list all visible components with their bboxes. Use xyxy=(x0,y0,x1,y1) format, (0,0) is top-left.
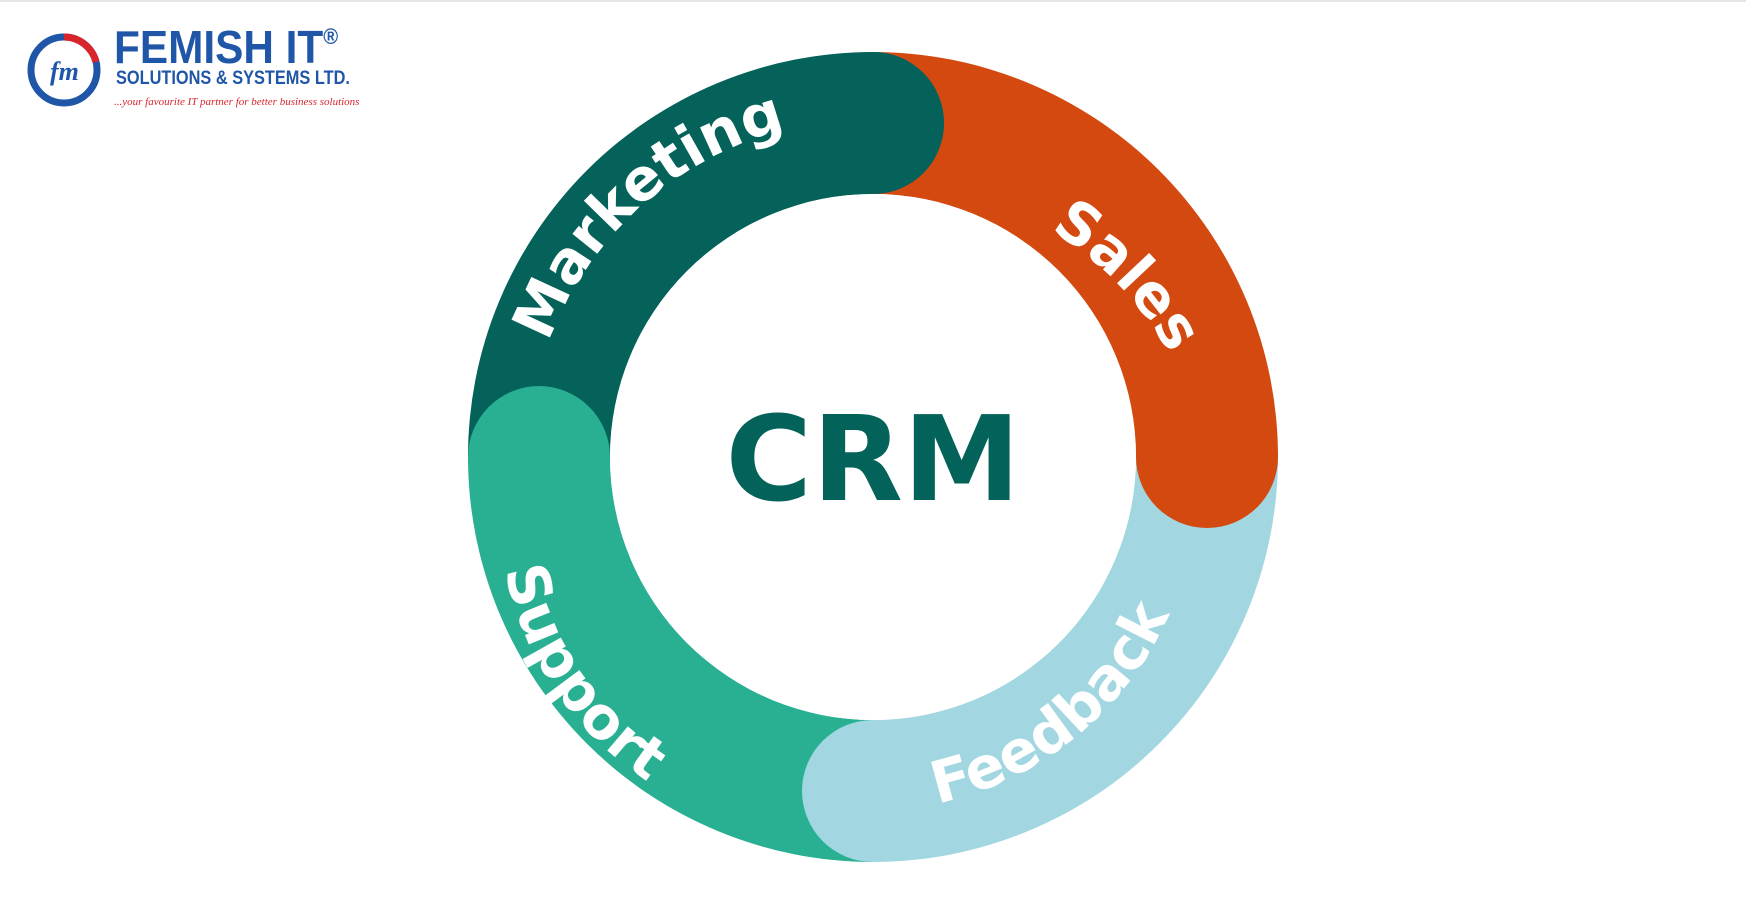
logo-tagline: ...your favourite IT partner for better … xyxy=(114,96,360,108)
femish-logo-mark-icon: fm xyxy=(27,33,101,107)
registered-mark: ® xyxy=(323,24,339,49)
logo-title: FEMISH IT® xyxy=(114,21,339,73)
segment-sales xyxy=(873,52,1278,457)
segment-support xyxy=(468,457,873,862)
center-label-crm: CRM xyxy=(726,390,1021,528)
logo-subtitle: SOLUTIONS & SYSTEMS LTD. xyxy=(116,68,350,89)
company-logo: fm FEMISH IT® SOLUTIONS & SYSTEMS LTD. .… xyxy=(26,21,426,116)
top-divider xyxy=(0,0,1746,2)
segment-feedback xyxy=(873,457,1278,862)
center-disc xyxy=(610,194,1136,720)
segment-marketing xyxy=(468,52,873,457)
logo-monogram: fm xyxy=(50,57,79,86)
